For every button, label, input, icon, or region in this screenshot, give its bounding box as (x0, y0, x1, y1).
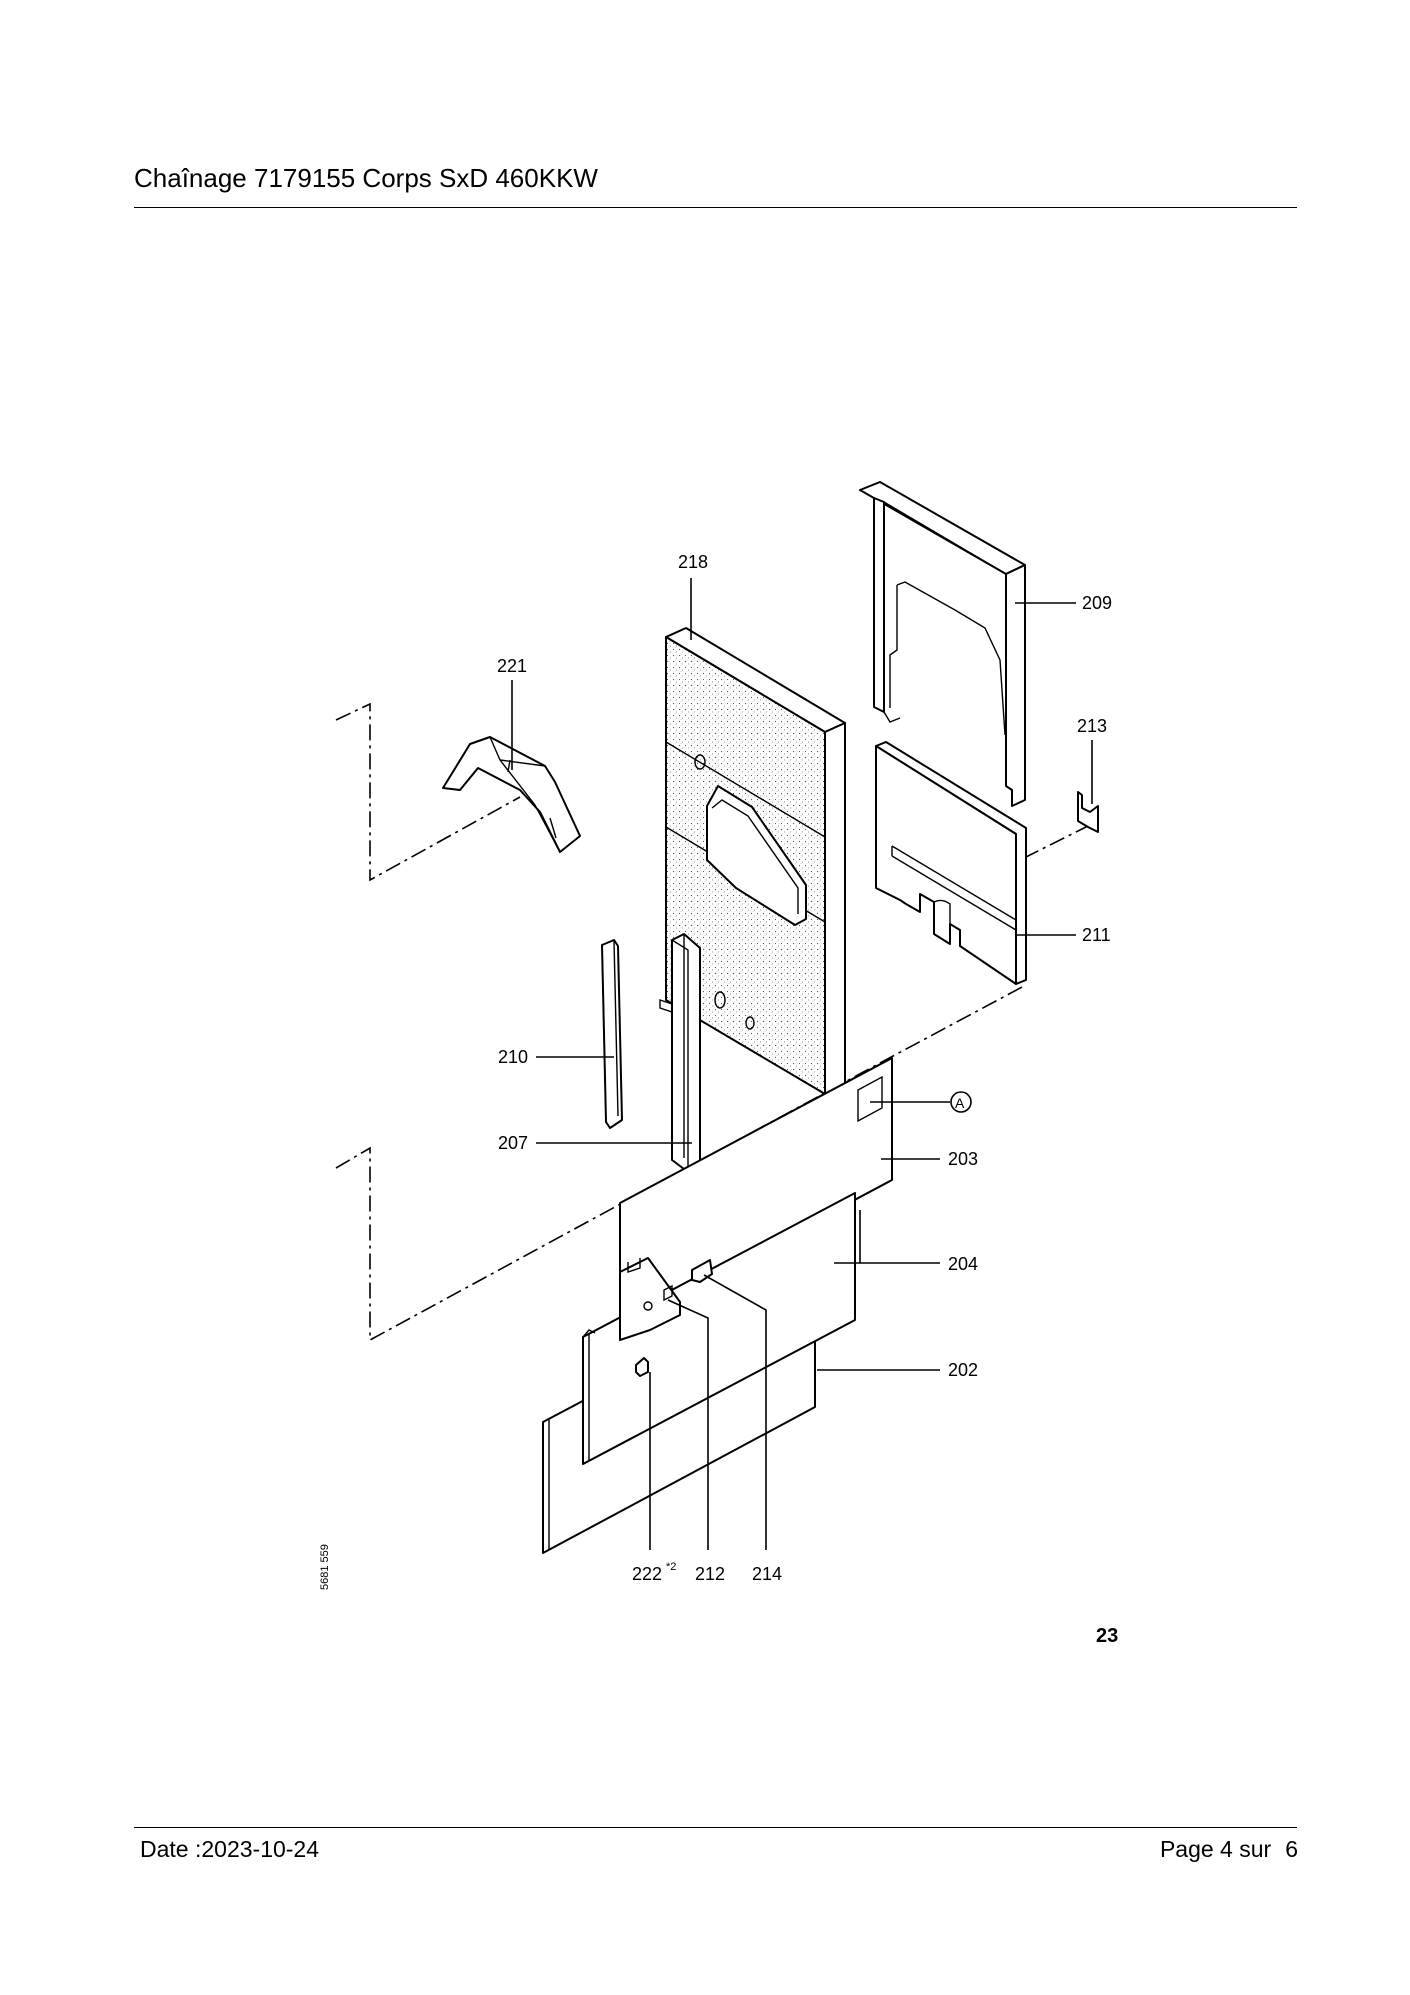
callout-222: 222 (632, 1564, 662, 1584)
part-211-rear-bracket (875, 741, 1027, 985)
page-label: Page 4 sur (1159, 1836, 1272, 1862)
callout-203: 203 (948, 1149, 978, 1169)
callout-221: 221 (497, 656, 527, 676)
callout-222-superscript: *2 (666, 1561, 676, 1573)
callout-207: 207 (498, 1133, 528, 1153)
callout-204: 204 (948, 1254, 978, 1274)
assembly-axis-lines (335, 702, 1089, 1342)
page-total: 6 (1285, 1836, 1298, 1862)
callout-leaders (511, 578, 1093, 1550)
drawing-code: 5681 559 (319, 1544, 331, 1590)
part-218-insulation-panel (665, 627, 846, 1095)
footer-divider (134, 1827, 1297, 1828)
callout-211: 211 (1082, 925, 1111, 945)
figure-number: 23 (1096, 1625, 1118, 1647)
callout-214: 214 (752, 1564, 782, 1584)
part-204-middle-panel (582, 1192, 856, 1465)
part-221-bent-bracket (442, 736, 581, 853)
detail-a-marker: A (955, 1095, 965, 1111)
page-title: Chaînage 7179155 Corps SxD 460KKW (134, 163, 598, 193)
callout-218: 218 (678, 552, 708, 572)
callout-212: 212 (695, 1564, 725, 1584)
header-divider (134, 207, 1297, 208)
callout-213: 213 (1077, 716, 1107, 736)
part-209-top-bracket (859, 481, 1026, 807)
part-222-clip (635, 1357, 649, 1377)
footer-date: Date :2023-10-24 (140, 1836, 320, 1862)
callout-210: 210 (498, 1047, 528, 1067)
callout-209: 209 (1082, 593, 1112, 613)
part-213-clip (1077, 791, 1099, 833)
callout-202: 202 (948, 1360, 978, 1380)
part-210-side-strip (601, 939, 623, 1129)
part-212-mounting-plate (619, 1257, 681, 1341)
footer-page-indicator: Page 4 sur 6 (1160, 1836, 1298, 1863)
